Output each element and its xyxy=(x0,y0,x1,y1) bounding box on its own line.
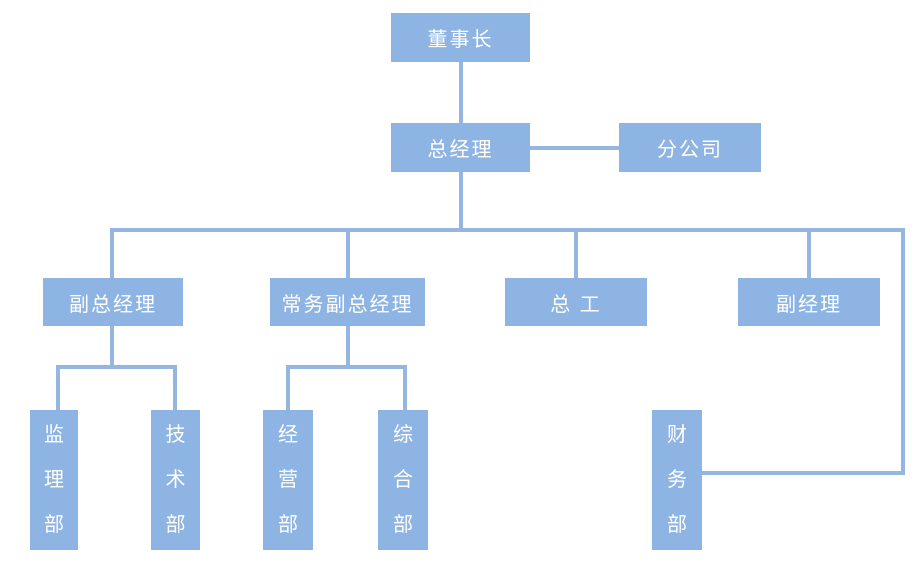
node-chief-engineer: 总 工 xyxy=(505,278,647,326)
node-supervision-dept-label-char: 部 xyxy=(44,513,64,536)
node-general-manager-label: 总经理 xyxy=(427,139,494,161)
node-chairman: 董事长 xyxy=(391,13,530,62)
connector-bar-exec-children xyxy=(286,365,407,369)
node-executive-deputy-general-manager: 常务副总经理 xyxy=(270,278,425,326)
node-operations-dept-label-char: 经 xyxy=(278,423,298,446)
connector-drop-exec-deputy-gm xyxy=(346,230,350,278)
node-finance-dept-label-char: 财 xyxy=(667,423,687,446)
node-general-manager: 总经理 xyxy=(391,123,530,172)
node-technical-dept: 技 术 部 xyxy=(151,410,200,550)
connector-drop-deputy-manager xyxy=(807,230,811,278)
node-operations-dept-label-char: 营 xyxy=(278,468,298,491)
node-supervision-dept-label-char: 理 xyxy=(44,468,64,491)
connector-right-vertical xyxy=(901,230,905,475)
node-technical-dept-label-char: 技 xyxy=(165,423,186,446)
node-general-affairs-dept: 综 合 部 xyxy=(378,410,428,550)
connector-to-finance-dept xyxy=(702,471,905,475)
connector-drop-chief-engineer xyxy=(574,230,578,278)
connector-drop-supervision-dept xyxy=(56,367,60,410)
connector-drop-general-affairs-dept xyxy=(403,367,407,410)
connector-stub-deputy-gm xyxy=(110,326,114,367)
node-operations-dept: 经 营 部 xyxy=(263,410,313,550)
node-deputy-general-manager: 副总经理 xyxy=(43,278,183,326)
node-supervision-dept: 监 理 部 xyxy=(30,410,78,550)
node-operations-dept-label-char: 部 xyxy=(278,513,298,536)
connector-bar-deputy-gm-children xyxy=(56,365,177,369)
node-branch-company-label: 分公司 xyxy=(657,139,723,161)
connector-gm-to-row xyxy=(459,172,463,228)
connector-gm-to-branch-company xyxy=(530,146,619,150)
connector-drop-technical-dept xyxy=(173,367,177,410)
connector-chairman-to-gm xyxy=(459,62,463,123)
connector-drop-operations-dept xyxy=(286,367,290,410)
connector-stub-exec-deputy-gm xyxy=(346,326,350,367)
node-executive-deputy-general-manager-label: 常务副总经理 xyxy=(281,293,414,316)
node-general-affairs-dept-label-char: 合 xyxy=(393,468,413,491)
connector-row-horizontal xyxy=(110,228,905,232)
node-technical-dept-label-char: 部 xyxy=(165,513,186,536)
node-finance-dept: 财 务 部 xyxy=(652,410,702,550)
node-finance-dept-label-char: 部 xyxy=(667,513,687,536)
node-finance-dept-label-char: 务 xyxy=(667,468,687,491)
node-deputy-manager: 副经理 xyxy=(738,278,880,326)
connector-drop-deputy-gm xyxy=(110,230,114,278)
node-general-affairs-dept-label-char: 部 xyxy=(393,513,413,536)
node-chief-engineer-label: 总 工 xyxy=(550,293,602,316)
node-branch-company: 分公司 xyxy=(619,123,761,172)
node-deputy-general-manager-label: 副总经理 xyxy=(69,293,157,316)
node-chairman-label: 董事长 xyxy=(427,29,494,51)
node-technical-dept-label-char: 术 xyxy=(165,468,186,491)
node-deputy-manager-label: 副经理 xyxy=(776,293,842,316)
node-supervision-dept-label-char: 监 xyxy=(44,423,64,446)
node-general-affairs-dept-label-char: 综 xyxy=(393,423,413,446)
